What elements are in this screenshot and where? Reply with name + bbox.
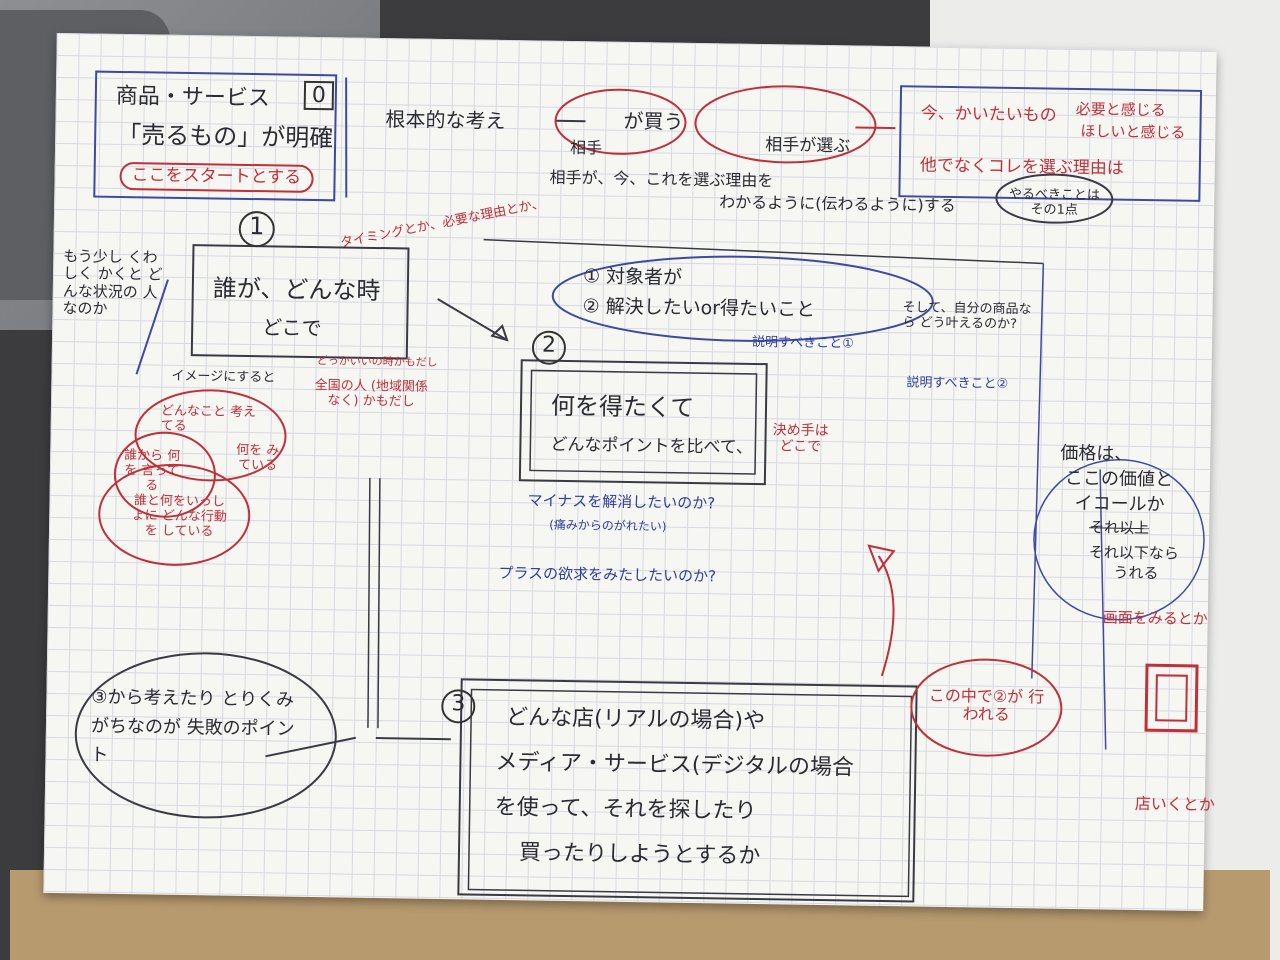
header-line3: ここをスタートとする xyxy=(119,161,314,193)
note-line1: 相手が、今、これを選ぶ理由を xyxy=(549,167,774,191)
header-line1: 商品・サービス xyxy=(115,83,271,112)
explain1-text: 説明すべきこと① xyxy=(751,334,854,352)
shop-note: 店いくとか xyxy=(1134,793,1216,815)
gain-what: 何を得たくて xyxy=(550,391,695,423)
header-zero-box: 0 xyxy=(303,80,335,111)
minus-sub-text: (痛みからのがれたい) xyxy=(549,517,667,534)
screen-note: 画面をみるとか xyxy=(1102,608,1208,629)
note-line2: わかるように(伝わるように)する xyxy=(719,192,956,216)
solve-text: ② 解決したいor得たいこと xyxy=(582,295,816,321)
price-line1: 価格は、 xyxy=(1060,442,1133,465)
section1-side-note: もう少し くわしく かくと どんな状況の 人なのか xyxy=(62,247,163,318)
compare-text: どんなポイントを比べて、 xyxy=(550,434,754,458)
emotion-text: そして、自分の商品なら どう叶えるのか? xyxy=(902,300,1032,332)
price-line5: うれる xyxy=(1113,563,1159,583)
handwritten-notes-sheet: 商品・サービス 0 「売るもの」が明確 ここをスタートとする 根本的な考え が買… xyxy=(43,32,1217,912)
why-this: 他でなくコレを選ぶ理由は xyxy=(919,155,1124,179)
what-see-text: 何を みている xyxy=(236,442,280,474)
fundamental-label: 根本的な考え xyxy=(385,107,506,133)
sketch-lines xyxy=(74,70,1205,903)
todo-note: やるべきことは その1点 xyxy=(1008,186,1101,218)
thinking-text: どんなこと 考えてる xyxy=(160,403,257,434)
buy-text: が買う xyxy=(623,108,684,134)
in-this-note: この中で②が 行われる xyxy=(928,685,1045,725)
anywhere-note: どっかいいの時かもだし xyxy=(316,354,438,369)
price-line2: ここの価値と xyxy=(1064,467,1174,491)
whom-text: 誰から 何を 言ってる xyxy=(124,448,181,494)
header-line2: 「売るもの」が明確 xyxy=(117,120,334,153)
where-text: どこで xyxy=(262,315,322,341)
section3-left-note: ③から考えたり とりくみがちなのが 失敗のポイント xyxy=(90,686,295,766)
who-when: 誰が、どんな時 xyxy=(212,274,381,306)
plus-text: プラスの欲求をみたしたいのか? xyxy=(498,563,717,586)
now-want: 今、かいたいもの xyxy=(920,103,1057,126)
nationwide-note: 全国の人 (地域関係なく) かもだし xyxy=(314,378,429,410)
price-line3: イコールか xyxy=(1074,492,1165,516)
price-struck: それ以上 xyxy=(1089,518,1150,538)
target-text: ① 対象者が xyxy=(582,265,683,289)
section3-line4: 買ったりしようとするか xyxy=(518,840,761,870)
price-line4: それ以下なら xyxy=(1088,543,1179,563)
section3-line3: を使って、それを探したり xyxy=(494,794,757,825)
action-text: 誰と何をいっしょに どんな行動を している xyxy=(131,493,227,540)
partner-text: 相手 xyxy=(569,138,603,158)
decide-text: 決め手は どこで xyxy=(772,422,829,456)
need-text: 必要と感じる xyxy=(1075,99,1166,120)
section3-line1: どんな店(リアルの場合)や xyxy=(505,705,766,735)
minus-text: マイナスを解消したいのか? xyxy=(527,491,716,513)
explain2-text: 説明すべきこと② xyxy=(906,375,1009,392)
image-label: イメージにすると xyxy=(171,368,276,386)
choose-text: 相手が選ぶ xyxy=(764,135,851,157)
desire-text: ほしいと感じる xyxy=(1080,122,1186,142)
